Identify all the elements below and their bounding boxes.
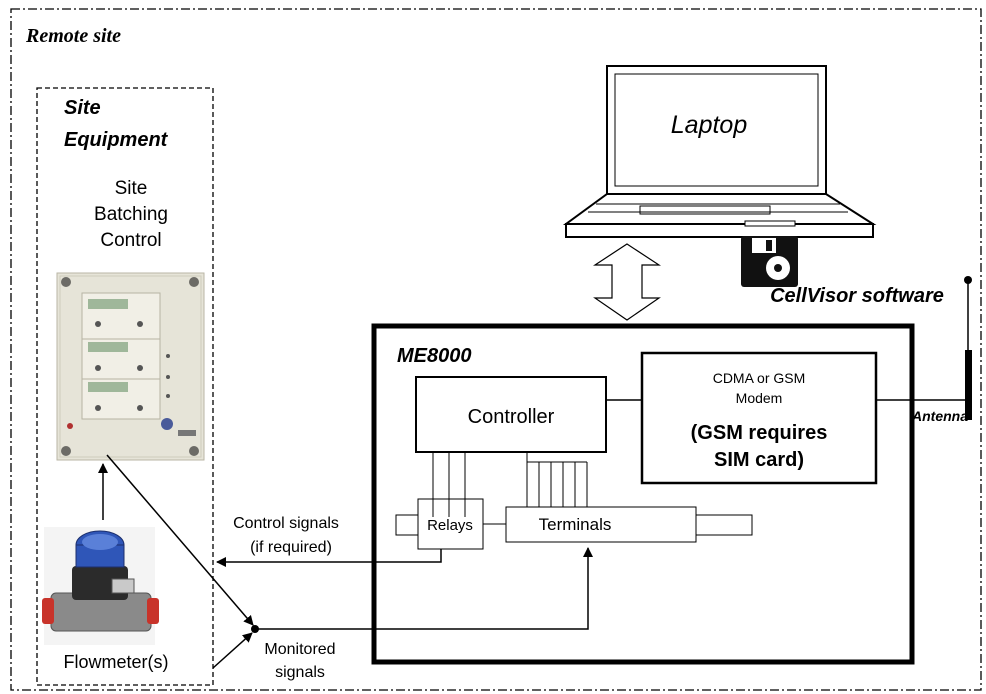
me8000-title: ME8000 <box>397 345 472 367</box>
monitored-signals-label-line1: Monitored <box>264 641 335 658</box>
controller-relay-wires <box>432 452 466 517</box>
monitored-signals-arrow <box>255 547 593 630</box>
flowmeter-image <box>42 527 159 645</box>
relays-block <box>417 498 484 550</box>
batching-label-line3: Control <box>100 230 161 251</box>
relays-label: Relays <box>427 517 473 534</box>
modem-label-line2: Modem <box>736 390 783 406</box>
cellvisor-software-label: CellVisor software <box>770 285 944 307</box>
control-signals-label-line2: (if required) <box>250 539 332 556</box>
terminals-block <box>505 506 697 543</box>
floppy-disk-icon <box>741 236 798 287</box>
site-equipment-title-line1: Site <box>64 97 101 119</box>
flowmeter-label: Flowmeter(s) <box>63 652 168 672</box>
modem-note-line1: (GSM requires <box>691 422 828 444</box>
antenna-icon <box>964 276 972 420</box>
batching-label-line1: Site <box>115 178 148 199</box>
site-equipment-boundary <box>36 87 214 686</box>
control-signals-arrow <box>216 549 442 567</box>
controller-label: Controller <box>468 406 555 428</box>
terminal-strip-left-end <box>395 514 419 536</box>
monitored-signals-label-line2: signals <box>275 664 325 681</box>
laptop-label: Laptop <box>671 111 748 139</box>
batching-control-panel-image <box>56 272 205 461</box>
laptop-image <box>562 65 877 238</box>
remote-site-boundary <box>10 8 982 691</box>
batching-label-line2: Batching <box>94 204 168 225</box>
me8000-unit <box>371 323 915 665</box>
laptop-me8000-double-arrow <box>592 243 662 321</box>
modem-note-line2: SIM card) <box>714 449 804 471</box>
control-signals-label-line1: Control signals <box>233 515 339 532</box>
controller-terminal-wires <box>526 452 588 507</box>
site-equipment-title-line2: Equipment <box>64 129 169 151</box>
remote-site-label: Remote site <box>25 25 121 47</box>
terminal-strip-right-end <box>695 514 753 536</box>
flowmeter-to-junction-arrow <box>212 632 253 669</box>
antenna-label: Antenna <box>911 408 968 424</box>
modem-block <box>640 351 878 485</box>
modem-label-line1: CDMA or GSM <box>713 370 806 386</box>
controller-block <box>415 376 607 453</box>
terminals-label: Terminals <box>539 515 612 534</box>
batching-to-junction-arrow <box>106 454 254 626</box>
